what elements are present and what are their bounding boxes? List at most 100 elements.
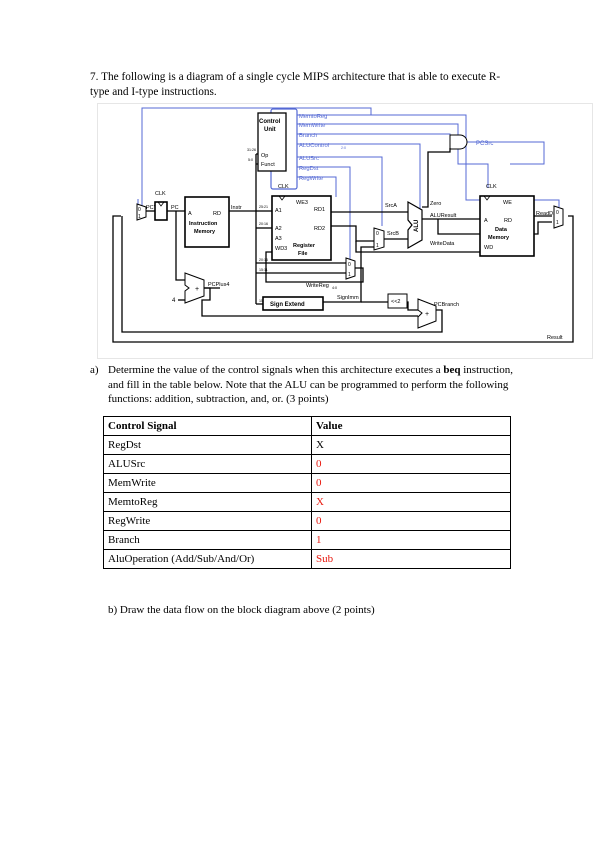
branch-label: Branch <box>299 133 317 139</box>
and-gate <box>449 134 468 150</box>
imem-rd-port: RD <box>213 211 221 217</box>
bits-20-16-a2: 20:16 <box>259 222 268 226</box>
pc-mux <box>136 203 147 221</box>
header-value: Value <box>311 416 511 436</box>
dmem-we-port: WE <box>503 200 512 206</box>
pcbranch-adder-plus: + <box>425 311 429 318</box>
question-a-text-1: Determine the value of the control signa… <box>108 364 444 376</box>
instr-label: Instr <box>231 205 242 211</box>
header-control-signal: Control Signal <box>103 416 312 436</box>
pcbranch-adder <box>417 298 437 329</box>
dmem-label-1: Data <box>495 227 508 233</box>
control-signal-cell: AluOperation (Add/Sub/And/Or) <box>103 549 312 569</box>
value-cell: 0 <box>311 511 511 531</box>
data-memory <box>479 195 535 257</box>
regfile-label-1: Register <box>293 243 316 249</box>
dmem-label-2: Memory <box>488 235 510 241</box>
value-cell: 0 <box>311 454 511 474</box>
value-cell: X <box>311 435 511 455</box>
value-cell: 0 <box>311 473 511 493</box>
memtoreg-label: MemtoReg <box>299 114 327 120</box>
readdata-label: ReadData <box>536 211 562 217</box>
four-label: 4 <box>172 298 176 304</box>
question-a-text-2: instruction, and fill in the table below… <box>108 364 514 405</box>
control-unit <box>257 112 287 172</box>
srcb-label: SrcB <box>387 231 399 237</box>
writereg-sub-label: 4:0 <box>332 286 337 290</box>
question-a-text: Determine the value of the control signa… <box>108 363 520 407</box>
alu-label: ALU <box>414 220 420 232</box>
op-label: Op <box>261 153 268 159</box>
control-signal-cell: RegWrite <box>103 511 312 531</box>
datapath-svg: PCSrc <box>112 107 574 343</box>
instruction-memory <box>184 196 230 248</box>
alusrc-mux <box>373 227 385 251</box>
alucontrol-label: ALUControl <box>299 143 329 149</box>
imem-label-1: Instruction <box>189 221 218 227</box>
control-signal-cell: MemtoReg <box>103 492 312 512</box>
writereg-label: WriteReg <box>306 283 329 289</box>
srca-label: SrcA <box>385 203 397 209</box>
dmem-clk-label: CLK <box>486 184 497 190</box>
pc-mux-zero: 0 <box>138 207 141 213</box>
alusrc-label: ALUSrc <box>299 156 319 162</box>
regfile-label-2: File <box>298 251 307 257</box>
sign-extend-label: Sign Extend <box>270 302 305 308</box>
control-signal-cell: ALUSrc <box>103 454 312 474</box>
memtoreg-mux <box>553 205 564 229</box>
we3-port: WE3 <box>296 200 308 206</box>
question-a-marker: a) <box>90 364 99 376</box>
wd3-port: WD3 <box>275 246 287 252</box>
result-label: Result <box>547 335 563 341</box>
alusrc-mux-zero: 0 <box>376 231 379 237</box>
value-cell: Sub <box>311 549 511 569</box>
question-7-text: 7. The following is a diagram of a singl… <box>90 71 501 98</box>
control-signal-cell: Branch <box>103 530 312 550</box>
bits-20-16-mux: 20:16 <box>259 258 268 262</box>
pc-adder-plus: + <box>195 286 199 293</box>
pcbranch-label: PCBranch <box>434 302 459 308</box>
value-cell: X <box>311 492 511 512</box>
bits-25-21: 25:21 <box>259 205 268 209</box>
pc-clk-label: CLK <box>155 191 166 197</box>
op-bits: 31:26 <box>247 148 256 152</box>
memwrite-label: MemWrite <box>299 123 325 129</box>
mips-diagram: PCSrc <box>97 103 593 359</box>
control-unit-label-1: Control <box>259 119 281 125</box>
pcsrc-label: PCSrc <box>476 141 493 147</box>
alusrc-mux-one: 1 <box>376 243 379 249</box>
a2-port: A2 <box>275 226 282 232</box>
a3-port: A3 <box>275 236 282 242</box>
regwrite-label: RegWrite <box>299 176 323 182</box>
alucontrol-sub-label: 2:0 <box>341 146 346 150</box>
memtoreg-mux-one: 1 <box>556 220 559 226</box>
bits-15-11: 15:11 <box>259 268 268 272</box>
regdst-mux-one: 1 <box>348 272 351 278</box>
imem-a-port: A <box>188 211 192 217</box>
pc-adder <box>184 272 205 304</box>
control-signal-cell: MemWrite <box>103 473 312 493</box>
funct-label: Funct <box>261 162 275 168</box>
pc-register <box>154 201 168 221</box>
regdst-label: RegDst <box>299 166 319 172</box>
register-file <box>271 195 332 261</box>
pc-mux-one: 1 <box>138 214 141 220</box>
sign-extend <box>262 296 324 311</box>
table-row: AluOperation (Add/Sub/And/Or)Sub <box>103 549 511 569</box>
rd1-port: RD1 <box>314 207 325 213</box>
shift-left-2 <box>387 293 408 309</box>
a1-port: A1 <box>275 208 282 214</box>
regfile-clk-label: CLK <box>278 184 289 190</box>
dmem-rd-port: RD <box>504 218 512 224</box>
control-signal-cell: RegDst <box>103 435 312 455</box>
dmem-wd-port: WD <box>484 245 493 251</box>
question-a: a) Determine the value of the control si… <box>90 363 520 407</box>
funct-bits: 5:0 <box>248 158 253 162</box>
